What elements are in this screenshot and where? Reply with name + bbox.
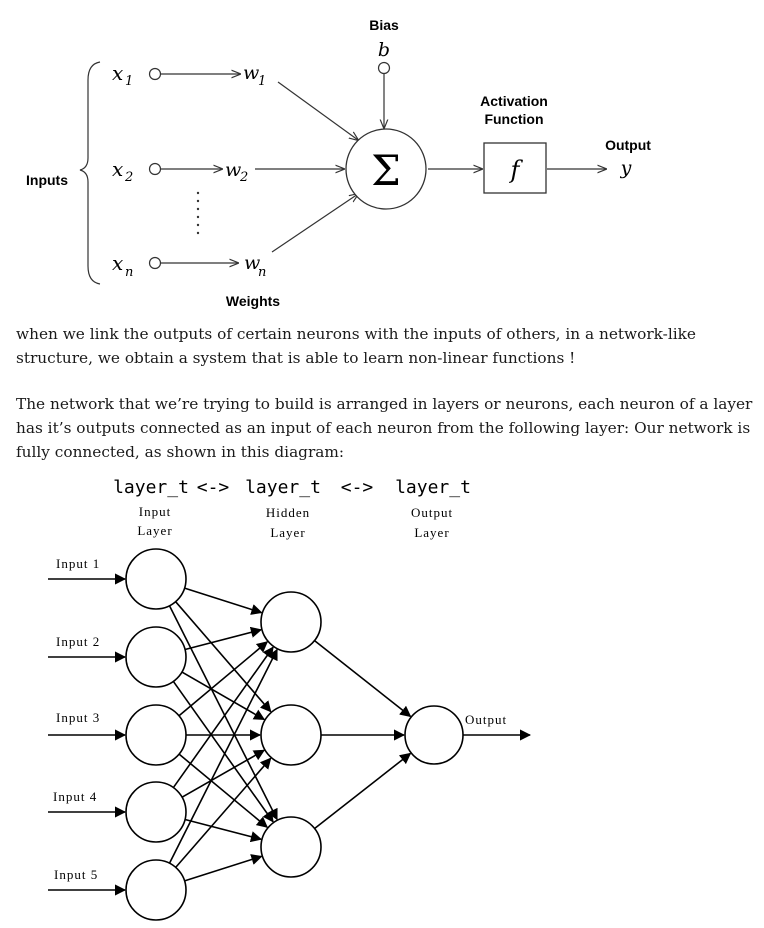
summation-node <box>345 128 427 210</box>
paragraph-1: when we link the outputs of certain neur… <box>16 325 696 367</box>
connection-l0-5-2 <box>175 757 272 868</box>
input-row-1: x 1 w 1 <box>112 61 266 89</box>
bias-node <box>377 61 391 75</box>
input-label-3: Input 3 <box>56 710 100 725</box>
input-neuron-3 <box>125 704 187 766</box>
input-label-5: Input 5 <box>54 867 98 882</box>
hidden-neuron-1 <box>260 591 322 653</box>
connection-l0-5-3 <box>184 854 263 882</box>
layer-name-hidden-1: Hidden <box>266 505 310 520</box>
input-var: x <box>112 251 123 275</box>
bias-label: Bias <box>369 17 399 33</box>
input-row-n: x n w n <box>112 251 266 280</box>
weight-sub: 1 <box>258 74 266 89</box>
connection-l0-2-3 <box>172 680 274 823</box>
input-neuron-2 <box>125 626 187 688</box>
connection-l1-1-1 <box>314 639 412 718</box>
input-sub: 2 <box>124 170 133 185</box>
connection-l0-1-3 <box>168 605 278 821</box>
connection-l0-2-2 <box>181 671 266 721</box>
inputs-brace <box>79 61 101 285</box>
layer-type-header-3: layer_t <box>395 477 471 498</box>
input-node <box>148 256 162 270</box>
layer-name-output-1: Output <box>411 505 453 520</box>
layer-name-output-2: Layer <box>414 525 449 540</box>
connection-l0-3-3 <box>178 753 269 828</box>
activation-label-1: Activation <box>480 93 548 109</box>
layer-name-input-1: Input <box>139 504 171 519</box>
connection-l0-4-1 <box>172 646 274 789</box>
connection-l0-2-1 <box>184 626 263 651</box>
article-text: when we link the outputs of certain neur… <box>16 322 756 486</box>
layer-arrow-1: <-> <box>197 477 230 498</box>
weights-label: Weights <box>226 293 280 309</box>
layer-type-header-1: layer_t <box>113 477 189 498</box>
weight-var: w <box>244 252 260 274</box>
input-var: x <box>112 61 123 85</box>
weight-var: w <box>225 159 241 181</box>
weight-sub: n <box>258 265 266 280</box>
input-node <box>148 67 162 81</box>
input-node <box>148 162 162 176</box>
inputs-label: Inputs <box>26 172 68 188</box>
ellipsis-dots <box>196 191 200 235</box>
weight-line-1 <box>277 81 358 140</box>
paragraph-2: The network that we’re trying to build i… <box>16 395 753 461</box>
input-label-2: Input 2 <box>56 634 100 649</box>
input-neuron-5 <box>125 859 187 921</box>
layer-type-header-2: layer_t <box>245 477 321 498</box>
activation-box <box>483 142 547 194</box>
input-neuron-1 <box>125 548 187 610</box>
connection-l0-1-1 <box>184 587 263 615</box>
activation-label-2: Function <box>484 111 543 127</box>
connection-l1-3-1 <box>314 752 412 830</box>
output-label: Output <box>605 137 651 153</box>
input-label-4: Input 4 <box>53 789 97 804</box>
output-neuron-1 <box>404 705 464 765</box>
weight-sub: 2 <box>239 170 248 185</box>
network-nodes <box>125 548 464 921</box>
input-sub: 1 <box>125 74 133 89</box>
network-output-label: Output <box>465 712 507 727</box>
neuron-diagram: Bias b x 1 w 1 x 2 w 2 x n w n Inputs <box>26 17 651 309</box>
sum-symbol: Σ <box>371 146 401 195</box>
layer-arrow-2: <-> <box>341 477 374 498</box>
weight-var: w <box>243 62 259 84</box>
hidden-neuron-3 <box>260 816 322 878</box>
output-symbol: y <box>620 157 632 179</box>
weight-line-n <box>271 194 358 253</box>
connection-l0-3-1 <box>178 641 269 717</box>
connection-l0-4-3 <box>184 818 263 843</box>
input-var: x <box>112 157 123 181</box>
layer-name-input-2: Layer <box>137 523 172 538</box>
bias-symbol: b <box>378 39 390 61</box>
network-connections <box>48 573 532 896</box>
input-label-1: Input 1 <box>56 556 100 571</box>
input-sub: n <box>125 265 133 280</box>
connection-l0-5-1 <box>168 648 278 864</box>
hidden-neuron-2 <box>260 704 322 766</box>
input-neuron-4 <box>125 781 187 843</box>
connection-l0-4-2 <box>181 749 266 798</box>
layer-name-hidden-2: Layer <box>270 525 305 540</box>
input-row-2: x 2 w 2 <box>112 157 248 185</box>
network-diagram: layer_t <-> layer_t <-> layer_t Input La… <box>48 477 532 921</box>
